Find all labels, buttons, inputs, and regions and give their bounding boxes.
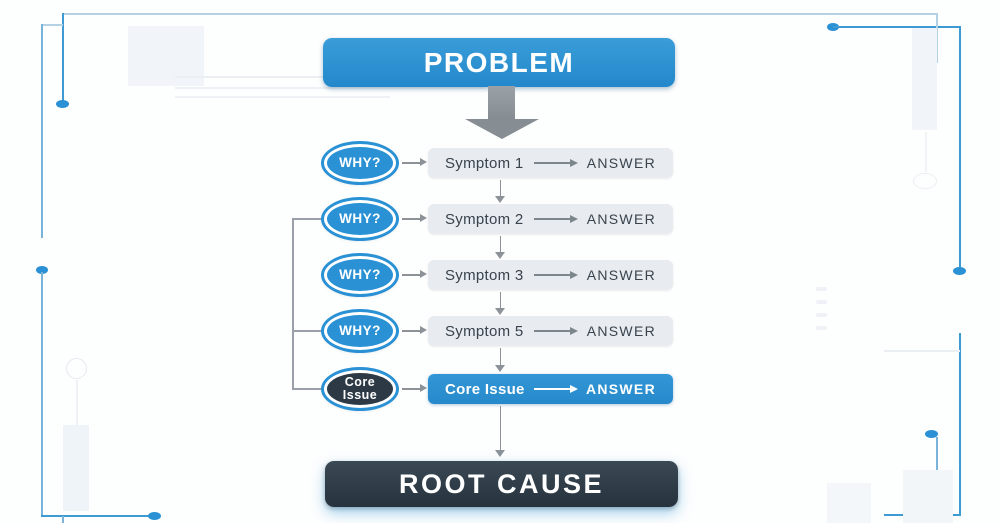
arrow-shaft [499, 236, 502, 253]
core-badge-line2: Issue [342, 388, 378, 402]
bg-trace-line [175, 96, 390, 98]
connector-line [402, 218, 421, 220]
bg-band [912, 28, 937, 130]
right-arrow-icon [420, 214, 427, 222]
connector-line [402, 162, 421, 164]
bg-trace-line [76, 380, 78, 425]
frame-line-topright-inner [833, 26, 960, 28]
long-right-arrow-icon [534, 326, 579, 335]
frame-line-bottomleft [41, 515, 153, 517]
arrow-head [495, 365, 505, 372]
bracket-line-vertical [292, 218, 294, 389]
connector-line [402, 330, 421, 332]
problem-label: PROBLEM [423, 46, 575, 78]
right-arrow-icon [420, 326, 427, 334]
why-badge-3: WHY? [324, 256, 396, 294]
root-cause-label: ROOT CAUSE [398, 468, 604, 499]
frame-stub-bottomleft [62, 516, 64, 523]
frame-line-topleft-inner [42, 24, 63, 26]
long-right-arrow-icon [534, 270, 579, 279]
circuit-node-dot [36, 266, 48, 274]
frame-line-top [63, 13, 937, 15]
root-cause-banner: ROOT CAUSE [325, 461, 678, 507]
big-down-arrow-icon [465, 119, 539, 139]
why-badge-label: WHY? [339, 210, 381, 226]
core-issue-label: Core Issue [445, 380, 525, 398]
answer-label: ANSWER [586, 211, 656, 227]
arrow-shaft [499, 180, 502, 197]
why-badge-2: WHY? [324, 200, 396, 238]
frame-line-right-lower [959, 333, 961, 515]
answer-label: ANSWER [585, 381, 656, 397]
down-arrow-icon [495, 348, 506, 372]
why-badge-4: WHY? [324, 312, 396, 350]
arrow-head [495, 196, 505, 203]
long-right-arrow-icon [534, 384, 579, 393]
why-badge-1: WHY? [324, 144, 396, 182]
frame-line-right-upper [959, 26, 961, 272]
core-issue-badge: Core Issue [324, 370, 396, 408]
bg-dash [816, 300, 827, 304]
bg-trace-line [175, 87, 485, 89]
symptom-label: Symptom 2 [445, 210, 524, 228]
arrow-head [495, 252, 505, 259]
bg-circle [66, 358, 87, 379]
connector-line [402, 274, 421, 276]
circuit-node-dot [148, 512, 161, 520]
bg-dash [816, 313, 827, 317]
frame-line-left-lower [41, 272, 43, 516]
circuit-node-dot [953, 267, 966, 275]
bg-dash [816, 287, 827, 291]
symptom-label: Symptom 3 [445, 266, 524, 284]
why-badge-label: WHY? [339, 266, 381, 282]
bg-dash [816, 326, 827, 330]
symptom-bar-4: Symptom 5 ANSWER [428, 316, 673, 346]
right-arrow-icon [420, 384, 427, 392]
circuit-node-dot [925, 430, 938, 438]
down-arrow-icon [495, 180, 506, 203]
bracket-stub [292, 330, 322, 332]
frame-line-left-upper [41, 24, 43, 238]
bg-square [827, 483, 871, 523]
bracket-stub [292, 218, 322, 220]
symptom-bar-3: Symptom 3 ANSWER [428, 260, 673, 290]
arrow-head [495, 450, 505, 457]
bg-trace-line [175, 76, 345, 78]
why-badge-label: WHY? [339, 322, 381, 338]
long-right-arrow-icon [534, 214, 579, 223]
bg-circle [913, 173, 937, 189]
bg-square [903, 470, 953, 523]
symptom-label: Symptom 5 [445, 322, 524, 340]
frame-line-topleft-drop [62, 13, 64, 102]
arrow-shaft [499, 292, 502, 309]
long-right-arrow-icon [534, 158, 579, 167]
right-arrow-icon [420, 270, 427, 278]
symptom-label: Symptom 1 [445, 154, 524, 172]
symptom-bar-2: Symptom 2 ANSWER [428, 204, 673, 234]
answer-label: ANSWER [586, 155, 656, 171]
core-issue-bar: Core Issue ANSWER [428, 374, 673, 404]
bracket-stub [292, 388, 322, 390]
down-arrow-icon [495, 292, 506, 315]
bg-trace-line [925, 132, 927, 172]
connector-line [402, 388, 421, 390]
arrow-head [495, 308, 505, 315]
bg-band [63, 425, 89, 511]
right-arrow-icon [420, 158, 427, 166]
arrow-shaft [499, 406, 502, 451]
big-down-arrow-shaft [488, 86, 515, 119]
symptom-bar-1: Symptom 1 ANSWER [428, 148, 673, 178]
down-arrow-icon [495, 236, 506, 259]
why-badge-label: WHY? [339, 154, 381, 170]
answer-label: ANSWER [586, 267, 656, 283]
bg-trace-line [884, 350, 960, 352]
answer-label: ANSWER [586, 323, 656, 339]
arrow-shaft [499, 348, 502, 366]
core-badge-line1: Core [344, 374, 376, 389]
problem-banner: PROBLEM [323, 38, 675, 87]
down-arrow-icon [495, 406, 506, 458]
circuit-node-dot [56, 100, 69, 108]
